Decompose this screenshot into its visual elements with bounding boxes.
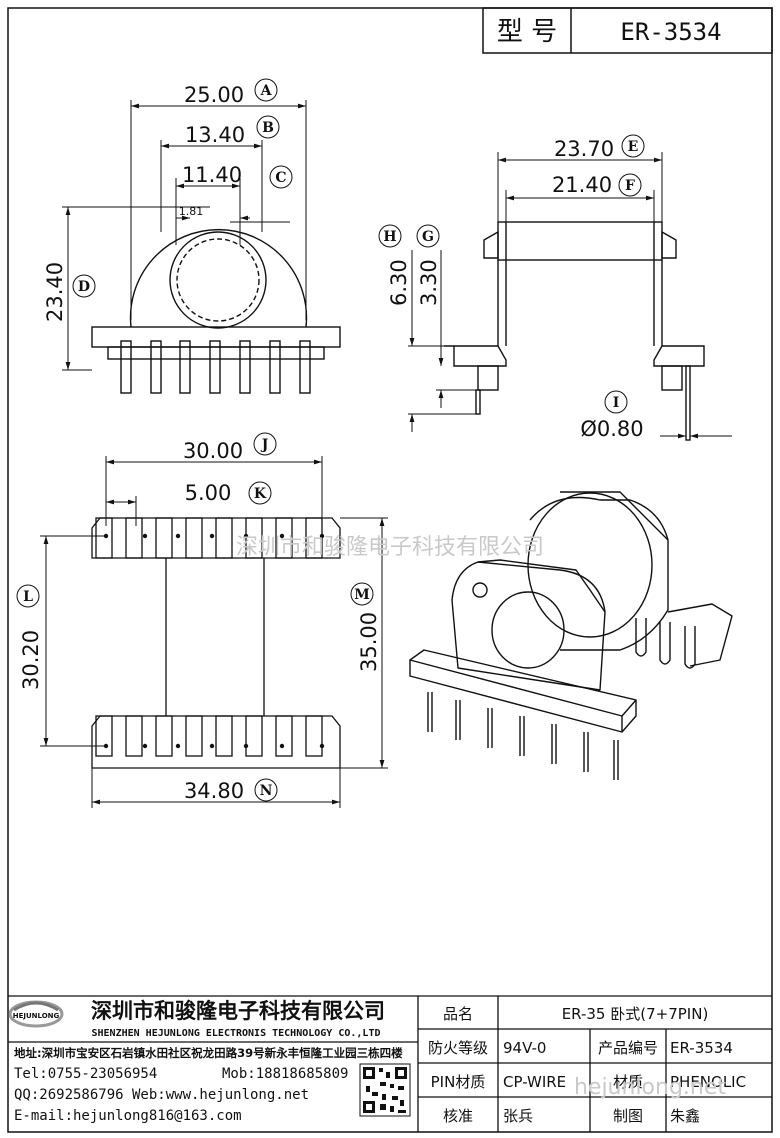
company-name-en: SHENZHEN HEJUNLONG ELECTRONIS TECHNOLOGY…	[92, 1028, 381, 1039]
dim-e-letter: E	[628, 139, 639, 155]
dim-j-marker	[253, 432, 277, 456]
spec-draw-label: 制图	[613, 1107, 643, 1125]
side-dimensions	[409, 157, 720, 439]
dim-g-value: 3.30	[417, 259, 441, 306]
spec-check-label: 核准	[443, 1107, 473, 1125]
dim-f-marker	[618, 173, 642, 197]
bottom-view	[40, 456, 388, 808]
company-name-cn: 深圳市和骏隆电子科技有限公司	[91, 999, 385, 1023]
company-email: E-mail:hejunlong816@163.com	[14, 1108, 242, 1124]
watermark-middle: 深圳市和骏隆电子科技有限公司	[236, 535, 544, 560]
spec-name-label: 品名	[443, 1005, 473, 1023]
dim-j-value: 30.00	[183, 439, 243, 463]
dim-d-letter: D	[78, 279, 90, 295]
bottom-bottom-row-pads	[95, 715, 323, 757]
dim-h-letter: H	[383, 229, 396, 245]
company-tel: Tel:0755-23056954	[14, 1066, 157, 1082]
dim-i-marker	[604, 390, 628, 414]
dim-g-marker	[416, 224, 440, 248]
company-address: 地址:深圳市宝安区石岩镇水田社区祝龙田路39号新永丰恒隆工业园三栋四楼	[14, 1046, 403, 1060]
dim-a-marker	[254, 78, 278, 102]
model-header: 型 号 ER-3534	[482, 7, 773, 54]
dim-k-letter: K	[254, 486, 267, 502]
spec-code-value: ER-3534	[670, 1039, 733, 1057]
bottom-dimensions	[43, 459, 385, 805]
qr-code	[359, 1063, 411, 1117]
logo-text: HEJUNLONG	[13, 1012, 60, 1020]
spec-fire-label: 防火等级	[428, 1039, 488, 1057]
dim-n-letter: N	[260, 783, 273, 799]
isometric-view	[409, 491, 733, 780]
dim-h-value: 6.30	[387, 259, 411, 306]
spec-fire-value: 94V-0	[503, 1039, 546, 1057]
dim-m-letter: M	[354, 587, 370, 603]
spec-draw-value: 朱鑫	[670, 1107, 700, 1125]
dim-l-value: 30.20	[19, 630, 43, 690]
spec-name-value: ER-35 卧式(7+7PIN)	[562, 1005, 709, 1023]
company-logo: HEJUNLONG	[8, 1000, 64, 1028]
dim-e-value: 23.70	[554, 137, 614, 161]
model-header-label: 型 号	[497, 17, 557, 47]
dim-m-value: 35.00	[357, 612, 381, 672]
spec-pin-value: CP-WIRE	[503, 1073, 566, 1091]
spec-mat-value: PHENOLIC	[670, 1073, 746, 1091]
watermark-table: hejunlong.net	[574, 1075, 726, 1100]
spec-pin-label: PIN材质	[431, 1073, 486, 1091]
dim-n-value: 34.80	[184, 779, 244, 803]
front-pins	[120, 340, 311, 394]
dim-n-marker	[254, 778, 278, 802]
dim-c-letter: C	[275, 170, 286, 186]
spec-code-label: 产品编号	[598, 1039, 658, 1057]
dim-g-letter: G	[422, 229, 434, 245]
dim-d-marker	[72, 274, 96, 298]
dim-l-marker	[16, 584, 40, 608]
dim-f-letter: F	[625, 178, 635, 194]
bottom-top-row-pads	[95, 517, 323, 559]
sheet-border	[7, 7, 773, 1133]
spec-mat-label: 材质	[613, 1073, 643, 1091]
dim-i-value: Ø0.80	[580, 417, 643, 441]
isometric-pins	[427, 692, 619, 780]
dim-d-value: 23.40	[43, 262, 67, 322]
dim-b-letter: B	[262, 120, 274, 136]
dim-e-marker	[621, 134, 645, 158]
front-dimensions	[65, 103, 306, 370]
dim-b-value: 13.40	[185, 123, 245, 147]
dim-a-letter: A	[260, 83, 273, 99]
dim-c-value: 11.40	[182, 163, 242, 187]
company-mob: Mob:18818685809	[222, 1066, 348, 1082]
dim-a-value: 25.00	[184, 83, 244, 107]
model-header-value: ER-3534	[620, 18, 721, 46]
title-block	[8, 995, 772, 1132]
dim-f-value: 21.40	[552, 173, 612, 197]
dim-i-letter: I	[613, 395, 620, 411]
dim-l-letter: L	[23, 589, 33, 605]
dim-h-marker	[378, 224, 402, 248]
dim-k-value: 5.00	[185, 481, 232, 505]
front-view	[62, 100, 341, 394]
dim-k-marker	[248, 481, 272, 505]
dim-b-marker	[256, 115, 280, 139]
dim-m-marker	[350, 582, 374, 606]
company-qq-web: QQ:2692586796 Web:www.hejunlong.net	[14, 1087, 309, 1103]
bottom-view-holes	[103, 533, 325, 749]
dim-c-small-value: 1.81	[179, 205, 204, 218]
dim-j-letter: J	[260, 437, 269, 453]
spec-check-value: 张兵	[503, 1107, 533, 1125]
dim-c-marker	[269, 165, 293, 189]
